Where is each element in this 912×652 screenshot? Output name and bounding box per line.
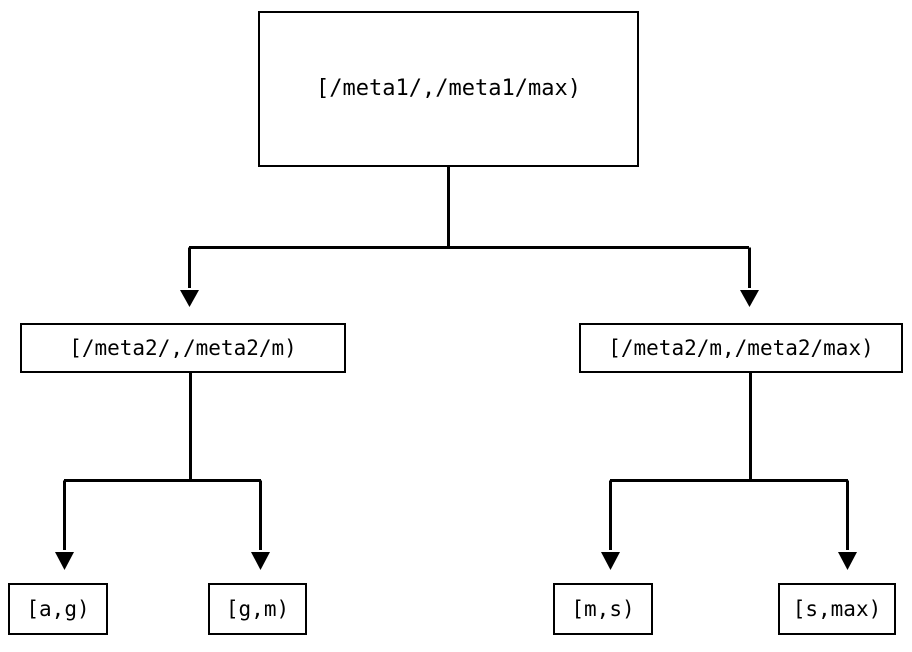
node-mid-right[interactable]: [/meta2/m,/meta2/max)	[579, 323, 903, 373]
arrowhead-to-mid-left	[180, 290, 199, 307]
node-leaf-m-s[interactable]: [m,s)	[553, 583, 653, 635]
node-leaf-s-max-label: [s,max)	[792, 596, 882, 621]
node-mid-left-label: [/meta2/,/meta2/m)	[69, 335, 297, 360]
node-mid-left[interactable]: [/meta2/,/meta2/m)	[20, 323, 346, 373]
node-leaf-a-g-label: [a,g)	[26, 596, 90, 621]
arrowhead-to-leaf-4	[838, 552, 857, 570]
node-root-label: [/meta1/,/meta1/max)	[316, 76, 581, 101]
arrowhead-to-mid-right	[740, 290, 759, 307]
arrowhead-to-leaf-3	[601, 552, 620, 570]
arrowhead-to-leaf-2	[251, 552, 270, 570]
node-leaf-a-g[interactable]: [a,g)	[8, 583, 108, 635]
node-leaf-m-s-label: [m,s)	[571, 596, 635, 621]
node-leaf-g-m[interactable]: [g,m)	[208, 583, 307, 635]
arrowhead-to-leaf-1	[55, 552, 74, 570]
node-leaf-g-m-label: [g,m)	[225, 596, 290, 621]
node-leaf-s-max[interactable]: [s,max)	[778, 583, 896, 635]
node-mid-right-label: [/meta2/m,/meta2/max)	[608, 335, 874, 360]
node-root[interactable]: [/meta1/,/meta1/max)	[258, 11, 639, 167]
